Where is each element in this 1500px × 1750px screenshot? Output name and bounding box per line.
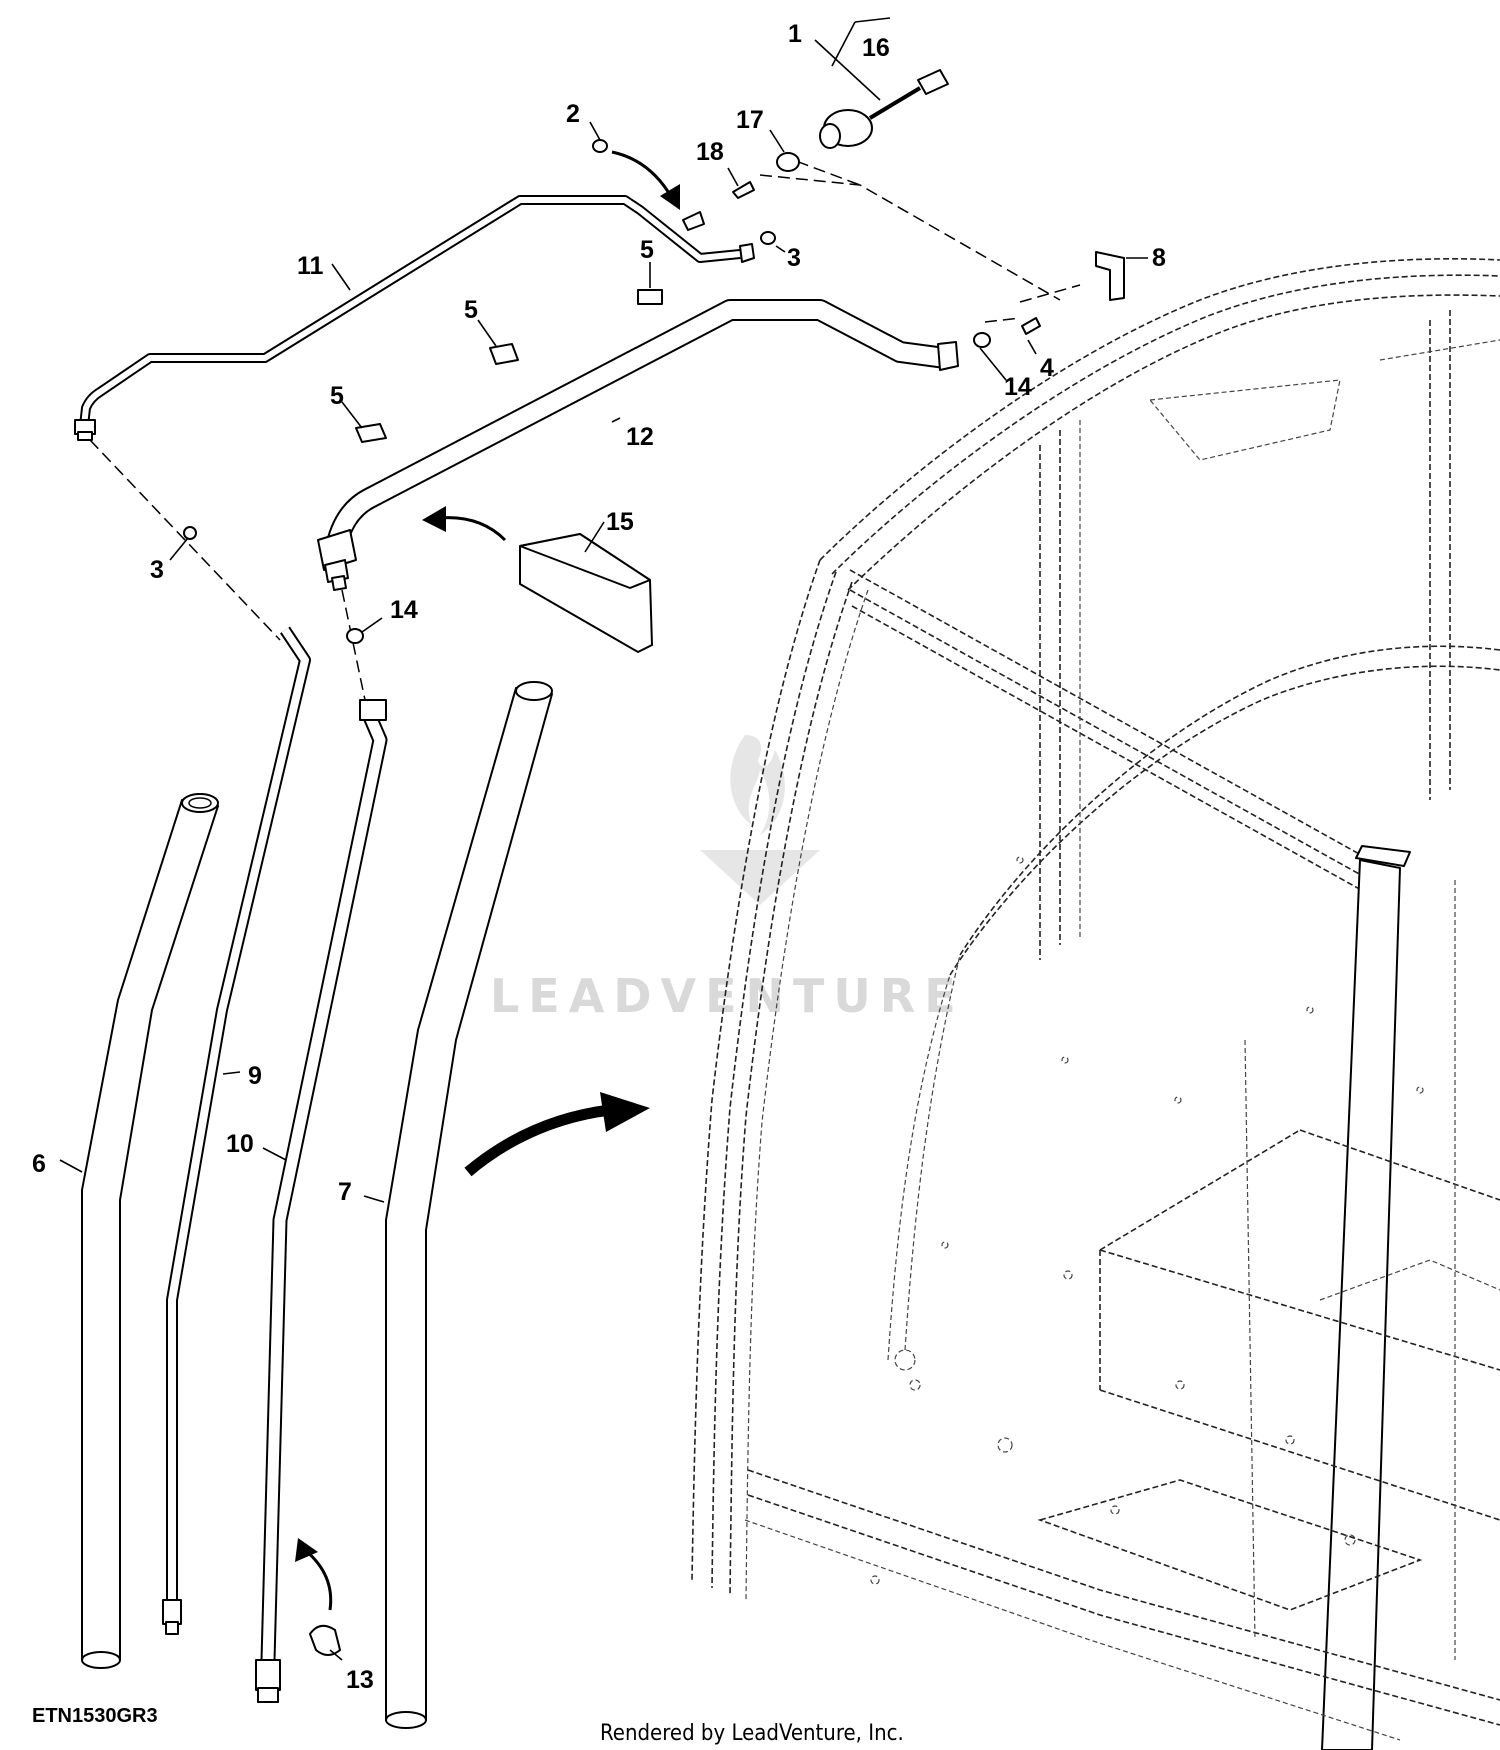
callout-5-mid: 5 [464, 296, 478, 324]
footer-credit: Rendered by LeadVenture, Inc. [600, 1721, 904, 1746]
callout-13: 13 [346, 1666, 374, 1694]
watermark: LEADVENTURE [490, 735, 965, 1023]
callout-10: 10 [226, 1130, 254, 1158]
callout-3-left: 3 [150, 556, 164, 584]
callout-17: 17 [736, 106, 764, 134]
callout-14-left: 14 [390, 596, 418, 624]
callout-1: 1 [788, 20, 802, 48]
motion-arrows [295, 150, 680, 1611]
callout-11: 11 [297, 252, 324, 280]
cab-frame [691, 257, 1500, 1750]
hose-11 [74, 195, 755, 441]
callout-18: 18 [696, 138, 724, 166]
callout-2: 2 [566, 100, 580, 128]
callout-5-low: 5 [330, 382, 344, 410]
hose-12 [317, 299, 959, 591]
watermark-text: LEADVENTURE [490, 969, 965, 1023]
callout-12: 12 [626, 423, 654, 451]
callouts: 1 16 2 17 18 3 8 4 14 11 5 5 5 12 15 3 1… [32, 20, 1166, 1694]
callout-15: 15 [606, 508, 634, 536]
callout-5-top: 5 [640, 236, 654, 264]
leader-lines [59, 17, 1148, 1661]
assembly-lines [89, 154, 1081, 701]
callout-14-right: 14 [1004, 373, 1032, 401]
callout-9: 9 [248, 1062, 262, 1090]
lower-tubes [81, 626, 553, 1729]
small-parts [183, 69, 1125, 1656]
callout-16: 16 [862, 34, 890, 62]
callout-8: 8 [1152, 244, 1166, 272]
callout-4: 4 [1040, 354, 1054, 382]
drawing-code: ETN1530GR3 [32, 1705, 158, 1727]
callout-7: 7 [338, 1178, 352, 1206]
callout-6: 6 [32, 1150, 46, 1178]
callout-3-top: 3 [787, 244, 801, 272]
